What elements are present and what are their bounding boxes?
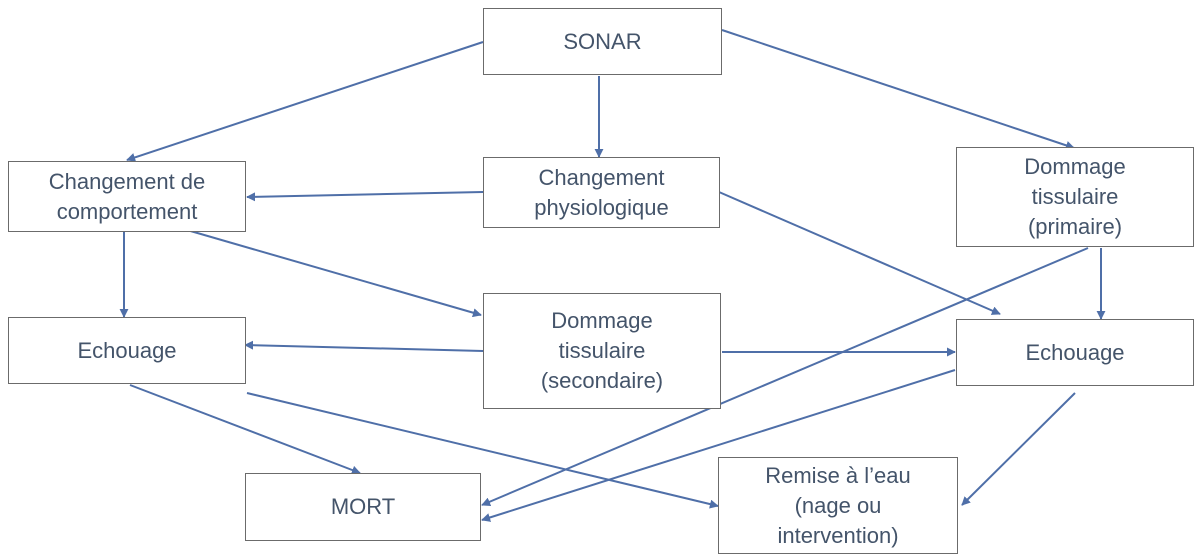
node-remise-eau: Remise à l’eau (nage ou intervention) — [718, 457, 958, 554]
node-echouage-droite: Echouage — [956, 319, 1194, 386]
node-changement-physiologique: Changement physiologique — [483, 157, 720, 228]
arrow-physiologique-to-comportement — [246, 191, 484, 202]
node-mort: MORT — [245, 473, 481, 541]
node-echouage-gauche: Echouage — [8, 317, 246, 384]
arrow-echouage-droite-to-mort — [481, 369, 956, 522]
node-sonar: SONAR — [483, 8, 722, 75]
node-dommage-primaire: Dommage tissulaire (primaire) — [956, 147, 1194, 247]
arrow-echouage-gauche-to-mort — [129, 384, 361, 475]
arrow-comportement-to-dommage-secondaire — [186, 229, 482, 318]
arrow-sonar-to-dommage-primaire — [721, 29, 1075, 150]
arrow-echouage-droite-to-remise-eau — [961, 392, 1076, 506]
node-dommage-secondaire: Dommage tissulaire (secondaire) — [483, 293, 721, 409]
arrow-secondaire-to-echouage-gauche — [244, 340, 484, 352]
arrow-primaire-to-mort — [481, 247, 1089, 506]
node-changement-comportement: Changement de comportement — [8, 161, 246, 232]
arrow-sonar-to-changement-comportement — [126, 41, 484, 162]
arrow-echouage-gauche-to-remise-eau — [246, 392, 719, 509]
arrow-physiologique-to-echouage-droite — [718, 191, 1001, 315]
